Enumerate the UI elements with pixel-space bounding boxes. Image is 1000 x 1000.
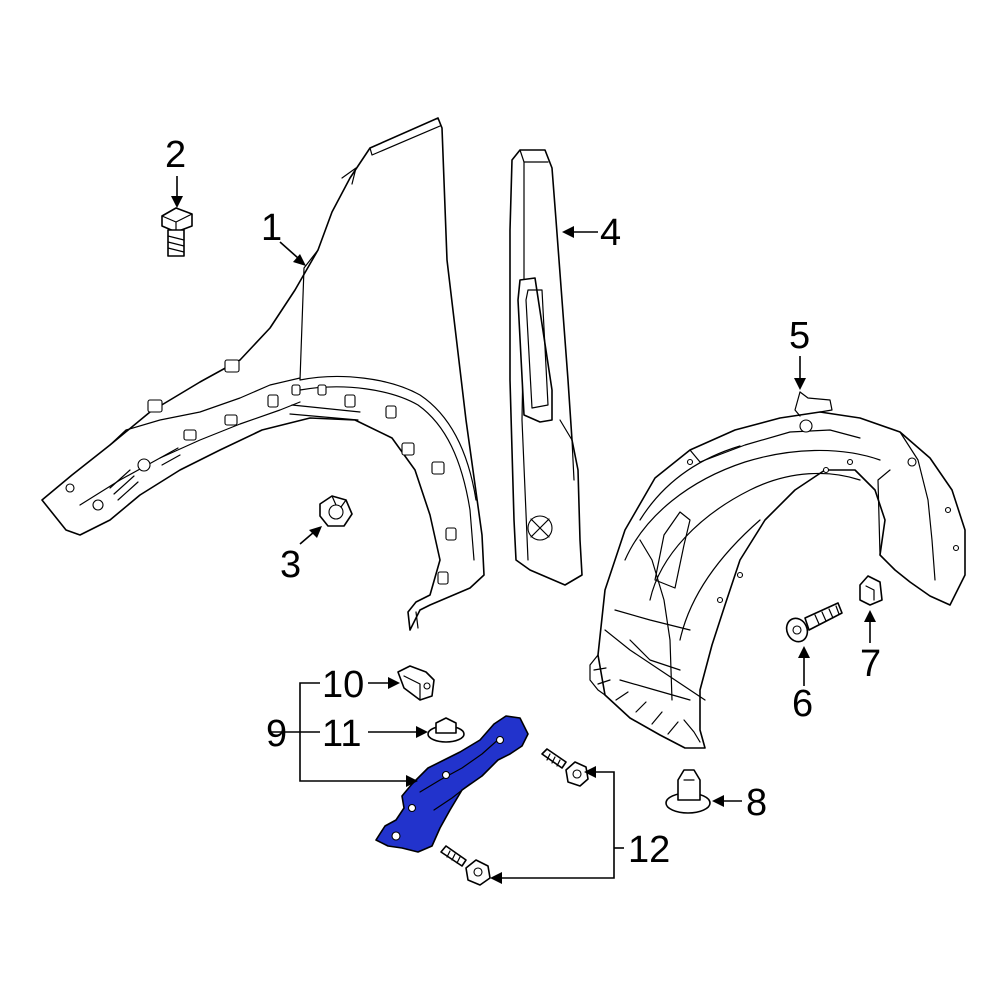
leader-lines — [171, 176, 876, 884]
bracket-part-9[interactable] — [375, 715, 529, 853]
rivet-part-8[interactable] — [665, 769, 711, 814]
bolt-part-2[interactable] — [161, 207, 193, 257]
bolt-part-12-lower[interactable] — [440, 845, 491, 886]
callout-3: 3 — [280, 544, 301, 586]
callout-9: 9 — [266, 713, 287, 755]
insulator-part-4[interactable] — [509, 149, 583, 586]
screw-part-6[interactable] — [783, 602, 843, 645]
callout-12: 12 — [628, 829, 670, 871]
callout-7: 7 — [860, 643, 881, 685]
callout-1: 1 — [261, 207, 282, 249]
clip-part-10[interactable] — [397, 665, 435, 701]
nut-part-3[interactable] — [319, 495, 353, 527]
callout-4: 4 — [600, 212, 621, 254]
clip-part-7[interactable] — [859, 575, 883, 606]
callout-labels: 1 2 3 4 5 6 7 8 9 10 11 12 — [165, 134, 881, 871]
liner-part-5[interactable] — [589, 391, 966, 749]
nut-part-11[interactable] — [427, 717, 465, 743]
callout-5: 5 — [789, 315, 810, 357]
callout-8: 8 — [746, 782, 767, 824]
callout-2: 2 — [165, 134, 186, 176]
callout-11: 11 — [322, 713, 361, 755]
bolt-part-12-upper[interactable] — [541, 748, 589, 787]
fender-part-1[interactable] — [41, 117, 485, 631]
callout-6: 6 — [792, 683, 813, 725]
callout-10: 10 — [322, 664, 364, 706]
